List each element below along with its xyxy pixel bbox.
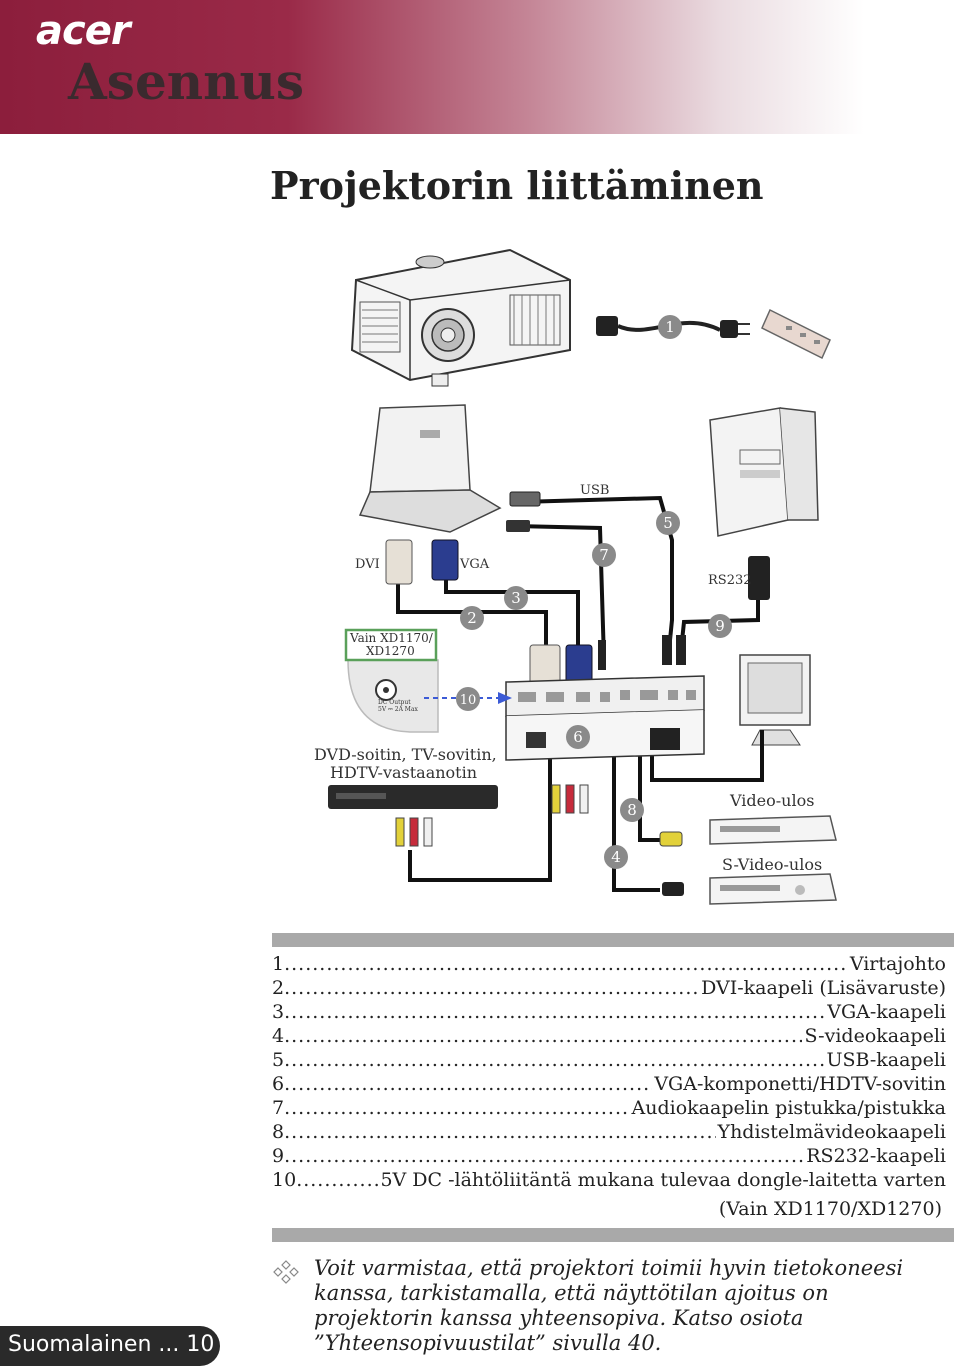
dvd-player-illustration — [328, 785, 498, 809]
vcr-illustration — [709, 815, 837, 905]
label-dc-output-line1: DC Output — [378, 699, 411, 706]
header-banner: acer Asennus — [0, 0, 960, 134]
page-number: Suomalainen ... 10 — [8, 1332, 215, 1357]
label-svideo-out: S-Video-ulos — [722, 855, 822, 874]
label-video-out: Video-ulos — [729, 791, 814, 810]
projector-rear-panel — [505, 675, 705, 761]
marker-5: 5 — [663, 514, 673, 532]
projector-illustration — [350, 248, 571, 387]
legend-item: 4S-videokaapeli — [272, 1024, 946, 1048]
page-footer: Suomalainen ... 10 — [0, 1326, 220, 1366]
legend-item: 5USB-kaapeli — [272, 1048, 946, 1072]
legend-item: 105V DC -lähtöliitäntä mukana tulevaa do… — [272, 1168, 946, 1192]
label-vga: VGA — [459, 557, 490, 572]
label-dvd-line1: DVD-soitin, TV-sovitin, — [314, 745, 497, 764]
marker-6: 6 — [573, 728, 583, 746]
pc-tower-illustration — [709, 407, 819, 537]
marker-3: 3 — [511, 589, 521, 607]
legend-bottom-divider — [272, 1228, 954, 1242]
power-strip — [761, 308, 831, 360]
acer-logo: acer — [36, 8, 131, 54]
marker-7: 7 — [599, 546, 609, 564]
label-vain-line2: XD1270 — [366, 644, 415, 658]
page-title: Projektorin liittäminen — [270, 163, 764, 208]
monitor-illustration — [739, 654, 811, 746]
legend-item: 8Yhdistelmävideokaapeli — [272, 1120, 946, 1144]
label-rs232: RS232 — [708, 573, 752, 588]
diamond-bullet-icon — [273, 1260, 299, 1284]
marker-9: 9 — [715, 617, 725, 635]
dongle-callout — [344, 628, 512, 733]
laptop-illustration — [358, 404, 502, 533]
cable-legend: 1Virtajohto 2DVI-kaapeli (Lisävaruste) 3… — [272, 952, 946, 1220]
legend-item: 9RS232-kaapeli — [272, 1144, 946, 1168]
marker-8: 8 — [627, 801, 637, 819]
legend-item: 6VGA-komponetti/HDTV-sovitin — [272, 1072, 946, 1096]
legend-note: (Vain XD1170/XD1270) — [718, 1198, 942, 1220]
label-dc-output-line2: 5V ⎓ 2A Max — [378, 706, 419, 713]
legend-top-divider — [272, 933, 954, 947]
label-dvi: DVI — [355, 557, 380, 572]
marker-10: 10 — [460, 693, 477, 708]
marker-1: 1 — [665, 318, 675, 336]
legend-item: 7Audiokaapelin pistukka/pistukka — [272, 1096, 946, 1120]
marker-4: 4 — [611, 848, 621, 866]
label-dvd-line2: HDTV-vastaanotin — [330, 763, 477, 782]
connection-diagram: USB DVI VGA RS232 Vain XD1170/ XD1270 DC… — [314, 248, 837, 905]
legend-item: 2DVI-kaapeli (Lisävaruste) — [272, 976, 946, 1000]
label-vain-line1: Vain XD1170/ — [349, 631, 434, 645]
label-usb: USB — [580, 483, 609, 498]
tip-text: Voit varmistaa, että projektori toimii h… — [314, 1256, 904, 1355]
marker-2: 2 — [467, 609, 477, 627]
section-title: Asennus — [68, 52, 304, 111]
legend-item: 1Virtajohto — [272, 952, 946, 976]
legend-item: 3VGA-kaapeli — [272, 1000, 946, 1024]
